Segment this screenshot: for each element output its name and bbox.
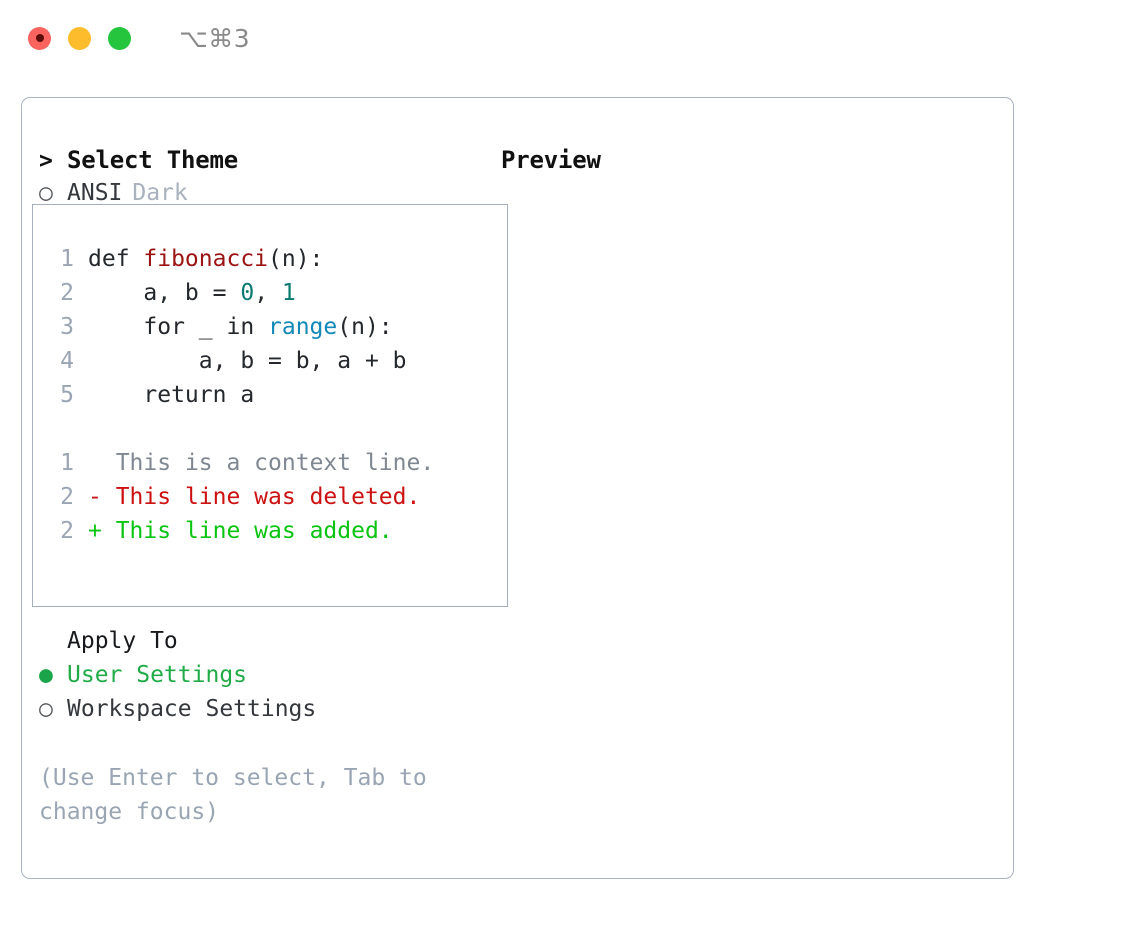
theme-option-kind: Dark (132, 180, 188, 206)
code-token-num: 0 (240, 280, 255, 306)
code-token-func: fibonacci (143, 246, 269, 272)
diff-sign: + (88, 518, 116, 544)
radio-unselected-icon: ○ (39, 180, 53, 206)
maximize-window-button[interactable] (108, 26, 131, 50)
radio-unselected-icon: ○ (39, 696, 53, 722)
code-token-plain: def (88, 246, 144, 272)
window-shortcut-label: ⌥⌘3 (179, 23, 251, 53)
code-blank-line (48, 416, 501, 450)
apply-to-option-user-settings[interactable]: ● User Settings (39, 662, 499, 696)
title-bar: ⌥⌘3 (0, 0, 1140, 76)
code-line-number: 3 (60, 314, 74, 340)
diff-line-added: 2 + This line was added. (48, 518, 501, 552)
apply-to-option-name: Workspace Settings (67, 696, 317, 722)
code-token-plain: for _ in (88, 314, 269, 340)
code-line: 1 def fibonacci(n): (48, 246, 501, 280)
apply-to-section: Apply To ● User Settings ○ Workspace Settin… (39, 628, 499, 730)
code-line: 3 for _ in range(n): (48, 314, 501, 348)
theme-option-ansi[interactable]: ○ ANSI Dark (39, 180, 499, 214)
code-token-plain: return a (88, 382, 255, 408)
code-line: 2 a, b = 0, 1 (48, 280, 501, 314)
preview-panel: Preview (501, 146, 1001, 180)
code-token-plain: , (254, 280, 282, 306)
diff-text: This is a context line. (115, 450, 435, 476)
code-line: 4 a, b = b, a + b (48, 348, 501, 382)
close-window-button[interactable] (28, 26, 51, 50)
apply-to-header: Apply To (39, 628, 499, 662)
diff-line-number: 2 (60, 518, 74, 544)
code-token-call: range (268, 314, 338, 340)
code-line: 5 return a (48, 382, 501, 416)
theme-list-title: Select Theme (67, 146, 238, 174)
caret-icon: > (39, 148, 53, 174)
radio-selected-icon: ● (39, 662, 53, 688)
diff-text: This line was added. (115, 518, 393, 544)
diff-block: 1 This is a context line.2- This line wa… (48, 450, 501, 552)
preview-heading: Preview (501, 146, 601, 174)
diff-line-number: 1 (60, 450, 74, 476)
code-line-number: 5 (60, 382, 74, 408)
code-line-number: 4 (60, 348, 74, 374)
diff-line-context: 1 This is a context line. (48, 450, 501, 484)
code-token-plain: a, b = b, a + b (88, 348, 407, 374)
code-token-plain: (n): (268, 246, 324, 272)
apply-to-option-name: User Settings (67, 662, 248, 688)
keyboard-hint: (Use Enter to select, Tab to change focu… (39, 765, 427, 825)
minimize-window-button[interactable] (68, 26, 91, 50)
apply-to-option-workspace-settings[interactable]: ○ Workspace Settings (39, 696, 499, 730)
apply-to-label: Apply To (67, 628, 178, 654)
code-token-plain: a, b = (88, 280, 241, 306)
diff-sign: - (88, 484, 116, 510)
code-line-number: 2 (60, 280, 74, 306)
traffic-light-group (28, 26, 131, 50)
diff-line-deleted: 2- This line was deleted. (48, 484, 501, 518)
code-token-plain: (n): (337, 314, 393, 340)
diff-line-number: 2 (60, 484, 74, 510)
code-token-num: 1 (281, 280, 296, 306)
diff-sign (88, 450, 116, 476)
code-line-number: 1 (60, 246, 74, 272)
diff-text: This line was deleted. (115, 484, 421, 510)
theme-option-name: ANSI (67, 180, 123, 206)
theme-list-header: > Select Theme (39, 146, 499, 180)
apply-to-option-list: ● User Settings ○ Workspace Settings (39, 662, 499, 730)
